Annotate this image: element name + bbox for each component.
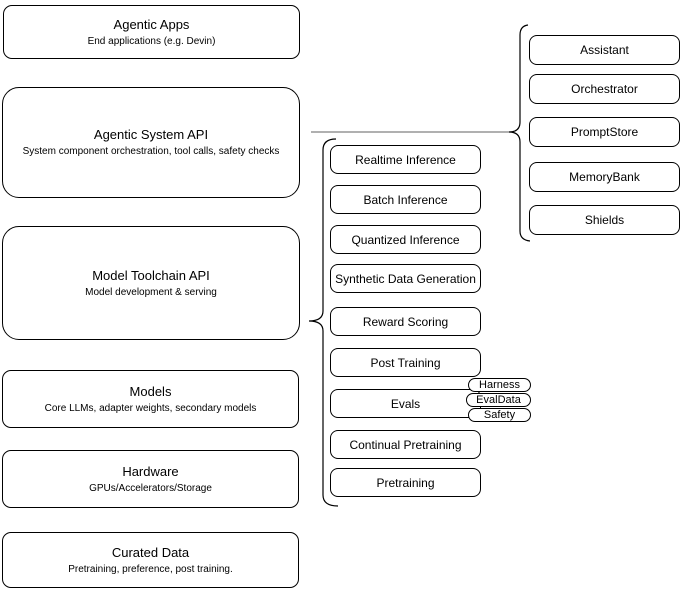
toolchain-item-quantized-inference: Quantized Inference bbox=[330, 225, 481, 254]
node-label: MemoryBank bbox=[569, 170, 640, 184]
layer-title: Hardware bbox=[122, 463, 179, 479]
tag-label: Harness bbox=[479, 379, 520, 391]
layer-subtitle: Core LLMs, adapter weights, secondary mo… bbox=[44, 402, 257, 414]
component-orchestrator: Orchestrator bbox=[529, 74, 680, 104]
node-label: Realtime Inference bbox=[355, 152, 456, 167]
layer-title: Agentic Apps bbox=[113, 16, 190, 32]
layer-agentic-apps: Agentic Apps End applications (e.g. Devi… bbox=[3, 5, 300, 59]
node-label: Reward Scoring bbox=[362, 314, 449, 329]
node-label: Synthetic Data Generation bbox=[335, 271, 476, 286]
eval-tag-evaldata: EvalData bbox=[466, 393, 531, 407]
component-shields: Shields bbox=[529, 205, 680, 235]
node-label: Continual Pretraining bbox=[349, 437, 462, 452]
tag-label: EvalData bbox=[476, 394, 521, 406]
node-label: Batch Inference bbox=[363, 192, 448, 207]
component-promptstore: PromptStore bbox=[529, 117, 680, 147]
layer-title: Curated Data bbox=[111, 544, 190, 560]
node-label: Post Training bbox=[370, 355, 441, 370]
node-label: Shields bbox=[584, 213, 625, 227]
layer-models: Models Core LLMs, adapter weights, secon… bbox=[2, 370, 299, 428]
layer-hardware: Hardware GPUs/Accelerators/Storage bbox=[2, 450, 299, 508]
toolchain-item-synthetic-data-generation: Synthetic Data Generation bbox=[330, 264, 481, 293]
layer-title: Model Toolchain API bbox=[92, 267, 210, 283]
eval-tag-safety: Safety bbox=[468, 408, 531, 422]
layer-curated-data: Curated Data Pretraining, preference, po… bbox=[2, 532, 299, 588]
components-brace-icon bbox=[508, 24, 531, 242]
toolchain-item-post-training: Post Training bbox=[330, 348, 481, 377]
tag-label: Safety bbox=[483, 409, 516, 421]
component-memorybank: MemoryBank bbox=[529, 162, 680, 192]
layer-model-toolchain-api: Model Toolchain API Model development & … bbox=[2, 226, 300, 340]
node-label: Pretraining bbox=[376, 475, 435, 490]
layer-subtitle: End applications (e.g. Devin) bbox=[87, 35, 216, 47]
toolchain-item-pretraining: Pretraining bbox=[330, 468, 481, 497]
toolchain-item-realtime-inference: Realtime Inference bbox=[330, 145, 481, 174]
toolchain-item-continual-pretraining: Continual Pretraining bbox=[330, 430, 481, 459]
eval-tag-harness: Harness bbox=[468, 378, 531, 392]
node-label: PromptStore bbox=[570, 125, 639, 139]
layer-subtitle: Model development & serving bbox=[85, 286, 217, 298]
toolchain-item-batch-inference: Batch Inference bbox=[330, 185, 481, 214]
layer-subtitle: GPUs/Accelerators/Storage bbox=[89, 482, 212, 494]
layer-title: Agentic System API bbox=[93, 127, 209, 142]
node-label: Assistant bbox=[580, 43, 629, 57]
toolchain-item-evals: Evals bbox=[330, 389, 481, 418]
layer-title: Models bbox=[129, 383, 172, 399]
node-label: Quantized Inference bbox=[351, 232, 460, 247]
node-label: Orchestrator bbox=[571, 82, 638, 96]
toolchain-item-reward-scoring: Reward Scoring bbox=[330, 307, 481, 336]
layer-subtitle: Pretraining, preference, post training. bbox=[68, 563, 233, 575]
component-assistant: Assistant bbox=[529, 35, 680, 65]
layer-subtitle: System component orchestration, tool cal… bbox=[22, 146, 280, 157]
layer-agentic-system-api: Agentic System API System component orch… bbox=[2, 87, 300, 198]
node-label: Evals bbox=[390, 396, 421, 411]
